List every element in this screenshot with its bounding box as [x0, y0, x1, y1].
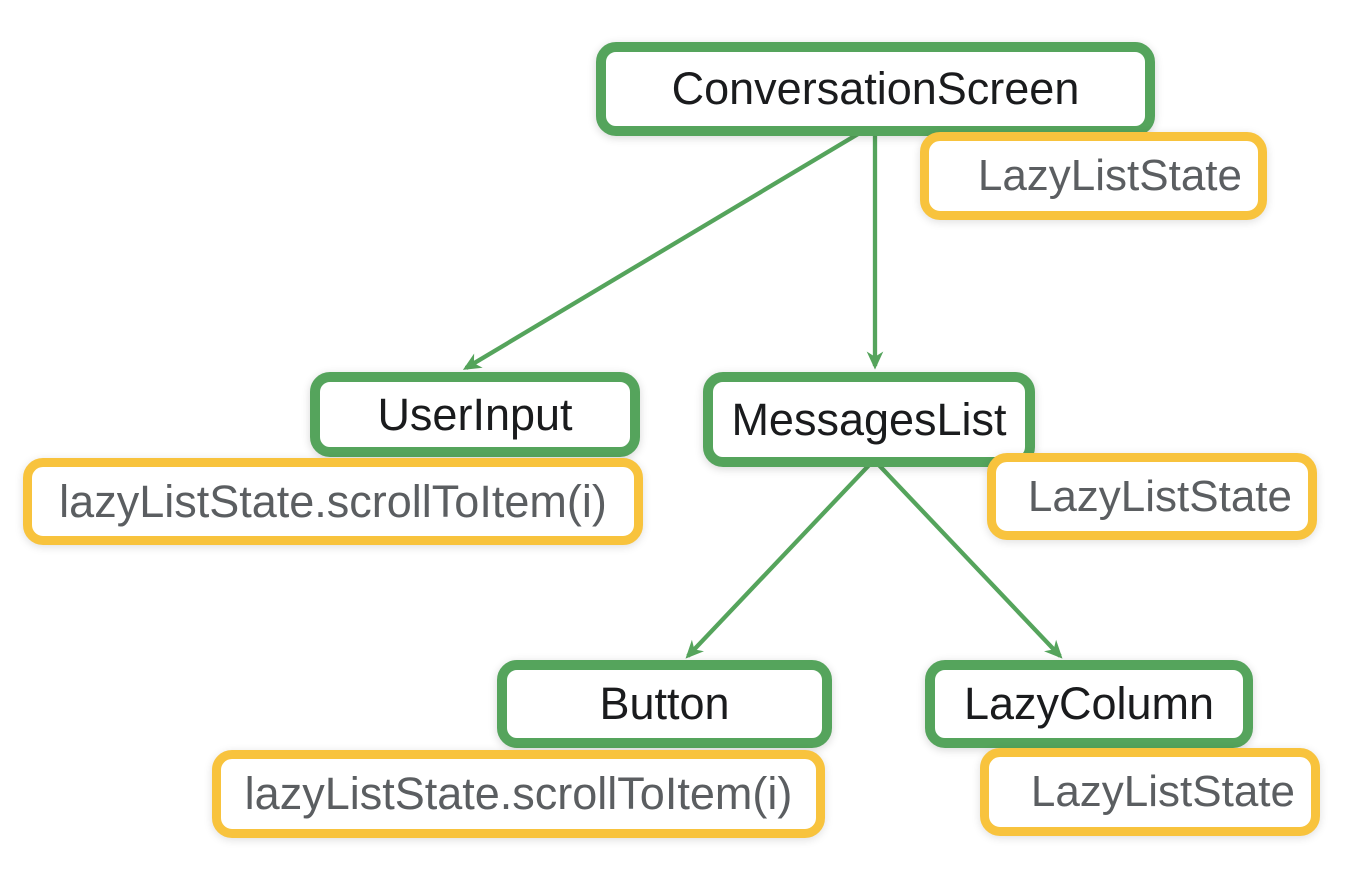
node-label: LazyColumn [963, 678, 1215, 729]
node-label: ConversationScreen [671, 63, 1080, 114]
state-badge-label: LazyListState [977, 151, 1242, 200]
node-label: Button [599, 678, 730, 729]
state-badge-lazy-column: LazyListState [980, 748, 1320, 836]
edge-messages-list-button [685, 460, 874, 659]
state-badge-conversation-screen: LazyListState [920, 132, 1267, 220]
node-label: UserInput [377, 388, 573, 440]
node-label: MessagesList [731, 393, 1007, 445]
node-messages-list: MessagesList [703, 372, 1035, 467]
edge-conversation-screen-user-input [462, 132, 860, 370]
node-lazy-column: LazyColumn [925, 660, 1253, 748]
node-user-input: UserInput [310, 372, 640, 457]
call-badge-label: lazyListState.scrollToItem(i) [59, 475, 607, 527]
node-button: Button [497, 660, 832, 748]
call-badge-user-input: lazyListState.scrollToItem(i) [23, 458, 643, 545]
state-badge-label: LazyListState [1027, 471, 1292, 521]
call-badge-button: lazyListState.scrollToItem(i) [212, 750, 825, 838]
node-conversation-screen: ConversationScreen [596, 42, 1155, 136]
state-badge-label: LazyListState [1030, 767, 1295, 816]
call-badge-label: lazyListState.scrollToItem(i) [244, 768, 793, 819]
state-badge-messages-list: LazyListState [987, 453, 1317, 540]
